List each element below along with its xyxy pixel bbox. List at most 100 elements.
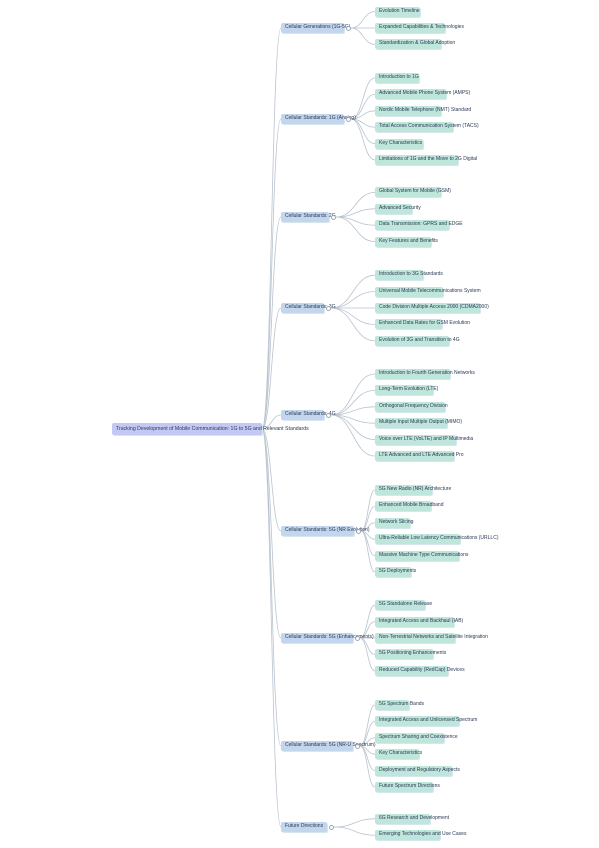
connector-line: [261, 27, 282, 430]
leaf-node[interactable]: Introduction to 3G Standards: [375, 270, 443, 281]
connector-line: [333, 826, 376, 836]
collapse-toggle-icon[interactable]: [329, 824, 334, 830]
leaf-node[interactable]: Nordic Mobile Telephone (NMT) Standard: [375, 105, 471, 116]
collapse-toggle-icon[interactable]: [346, 25, 351, 31]
leaf-node[interactable]: Evolution of 3G and Transition to 4G: [375, 335, 460, 346]
leaf-node[interactable]: Deployment and Regulatory Aspects: [375, 765, 460, 776]
leaf-node[interactable]: 5G Standalone Release: [375, 600, 432, 611]
leaf-node[interactable]: Integrated Access and Unlicensed Spectru…: [375, 716, 477, 727]
connector-line: [359, 721, 376, 747]
leaf-node[interactable]: Enhanced Data Rates for GSM Evolution: [375, 319, 470, 330]
leaf-node[interactable]: Long-Term Evolution (LTE): [375, 385, 438, 396]
leaf-node[interactable]: Data Transmission: GPRS and EDGE: [375, 220, 463, 231]
branch-node[interactable]: Cellular Standards: 4G: [281, 410, 336, 420]
leaf-node[interactable]: Key Features and Benefits: [375, 236, 438, 247]
branch-node[interactable]: Cellular Generations (1G-5G): [281, 23, 350, 33]
branch-node[interactable]: Cellular Standards: 5G (NR-U Spectrum): [281, 741, 376, 751]
leaf-node[interactable]: Enhanced Mobile Broadband: [375, 501, 444, 512]
leaf-node[interactable]: Introduction to 1G: [375, 73, 419, 83]
leaf-node[interactable]: Multiple Input Multiple Output (MIMO): [375, 418, 462, 429]
leaf-node[interactable]: Total Access Communication System (TACS): [375, 122, 479, 133]
branch-node[interactable]: Cellular Standards: 1G (Analog): [281, 114, 356, 124]
leaf-node[interactable]: Integrated Access and Backhaul (IAB): [375, 616, 463, 627]
branch-node[interactable]: Cellular Standards: 5G (NR Evolution): [281, 526, 369, 536]
collapse-toggle-icon[interactable]: [326, 412, 331, 418]
leaf-node[interactable]: LTE Advanced and LTE Advanced Pro: [375, 451, 464, 461]
connector-line: [360, 530, 376, 573]
connector-line: [359, 637, 376, 672]
root-node[interactable]: Tracking Development of Mobile Communica…: [112, 423, 309, 435]
collapse-toggle-icon[interactable]: [331, 214, 336, 220]
leaf-node[interactable]: Universal Mobile Telecommunications Syst…: [375, 286, 481, 297]
connector-line: [350, 27, 376, 45]
branch-node[interactable]: Cellular Standards: 2G: [281, 212, 336, 222]
leaf-node[interactable]: Code Division Multiple Access 2000 (CDMA…: [375, 303, 489, 313]
branch-node[interactable]: Future Directions: [281, 822, 327, 832]
connector-line: [333, 818, 376, 828]
leaf-node[interactable]: Key Characteristics: [375, 138, 423, 149]
collapse-toggle-icon[interactable]: [346, 116, 351, 122]
connector-line: [335, 208, 376, 218]
leaf-node[interactable]: Voice over LTE (VoLTE) and IP Multimedia: [375, 434, 473, 445]
connector-line: [330, 307, 376, 342]
connector-line: [330, 307, 376, 325]
connector-line: [261, 428, 282, 639]
leaf-node[interactable]: Limitations of 1G and the Move to 2G Dig…: [375, 155, 477, 165]
leaf-node[interactable]: Advanced Mobile Phone System (AMPS): [375, 89, 470, 100]
connector-line: [335, 216, 376, 242]
connector-line: [335, 192, 376, 218]
branch-node[interactable]: Cellular Standards: 3G: [281, 303, 336, 313]
connector-line: [360, 506, 376, 532]
leaf-node[interactable]: Reduced Capability (RedCap) Devices: [375, 665, 465, 676]
connector-line: [359, 704, 376, 747]
leaf-node[interactable]: Expanded Capabilities & Technologies: [375, 23, 464, 33]
connector-line: [350, 118, 376, 161]
connector-line: [261, 414, 282, 430]
connector-line: [261, 216, 282, 430]
leaf-node[interactable]: Global System for Mobile (GSM): [375, 187, 451, 198]
connector-line: [359, 621, 376, 639]
connector-line: [330, 373, 376, 416]
connector-line: [261, 428, 282, 532]
connector-line: [359, 745, 376, 788]
leaf-node[interactable]: Ultra-Reliable Low Latency Communication…: [375, 534, 499, 545]
connector-line: [330, 414, 376, 457]
connector-line: [330, 291, 376, 309]
connector-line: [359, 604, 376, 639]
leaf-node[interactable]: Emerging Technologies and Use Cases: [375, 830, 466, 841]
connector-line: [350, 11, 376, 29]
leaf-node[interactable]: 5G Spectrum Bands: [375, 700, 424, 710]
collapse-toggle-icon[interactable]: [356, 528, 361, 534]
connector-line: [330, 406, 376, 416]
leaf-node[interactable]: Future Spectrum Directions: [375, 782, 440, 792]
connector-line: [350, 94, 376, 120]
leaf-node[interactable]: Evolution Timeline: [375, 6, 420, 17]
leaf-node[interactable]: Standardization & Global Adoption: [375, 39, 455, 50]
branch-node[interactable]: Cellular Standards: 5G (Enhancements): [281, 633, 374, 643]
connector-line: [261, 118, 282, 430]
leaf-node[interactable]: Non-Terrestrial Networks and Satellite I…: [375, 633, 488, 643]
connector-line: [330, 390, 376, 416]
connector-line: [350, 77, 376, 120]
collapse-toggle-icon[interactable]: [355, 743, 360, 749]
leaf-node[interactable]: Network Slicing: [375, 517, 413, 528]
leaf-node[interactable]: Key Characteristics: [375, 749, 422, 760]
connector-line: [261, 307, 282, 430]
collapse-toggle-icon[interactable]: [355, 635, 360, 641]
leaf-node[interactable]: Orthogonal Frequency Division: [375, 401, 448, 412]
connector-line: [360, 522, 376, 532]
leaf-node[interactable]: Advanced Security: [375, 203, 421, 214]
collapse-toggle-icon[interactable]: [326, 305, 331, 311]
leaf-node[interactable]: 5G Deployments: [375, 567, 416, 577]
connector-line: [360, 489, 376, 532]
leaf-node[interactable]: Massive Machine Type Communications: [375, 550, 468, 561]
leaf-node[interactable]: 5G Positioning Enhancements: [375, 649, 446, 660]
leaf-node[interactable]: 6G Research and Development: [375, 813, 449, 824]
leaf-node[interactable]: Introduction to Fourth Generation Networ…: [375, 369, 475, 379]
leaf-node[interactable]: 5G New Radio (NR) Architecture: [375, 485, 451, 495]
connector-line: [359, 637, 376, 655]
leaf-node[interactable]: Spectrum Sharing and Coexistence: [375, 732, 458, 743]
connector-line: [350, 110, 376, 120]
connector-line: [359, 737, 376, 747]
